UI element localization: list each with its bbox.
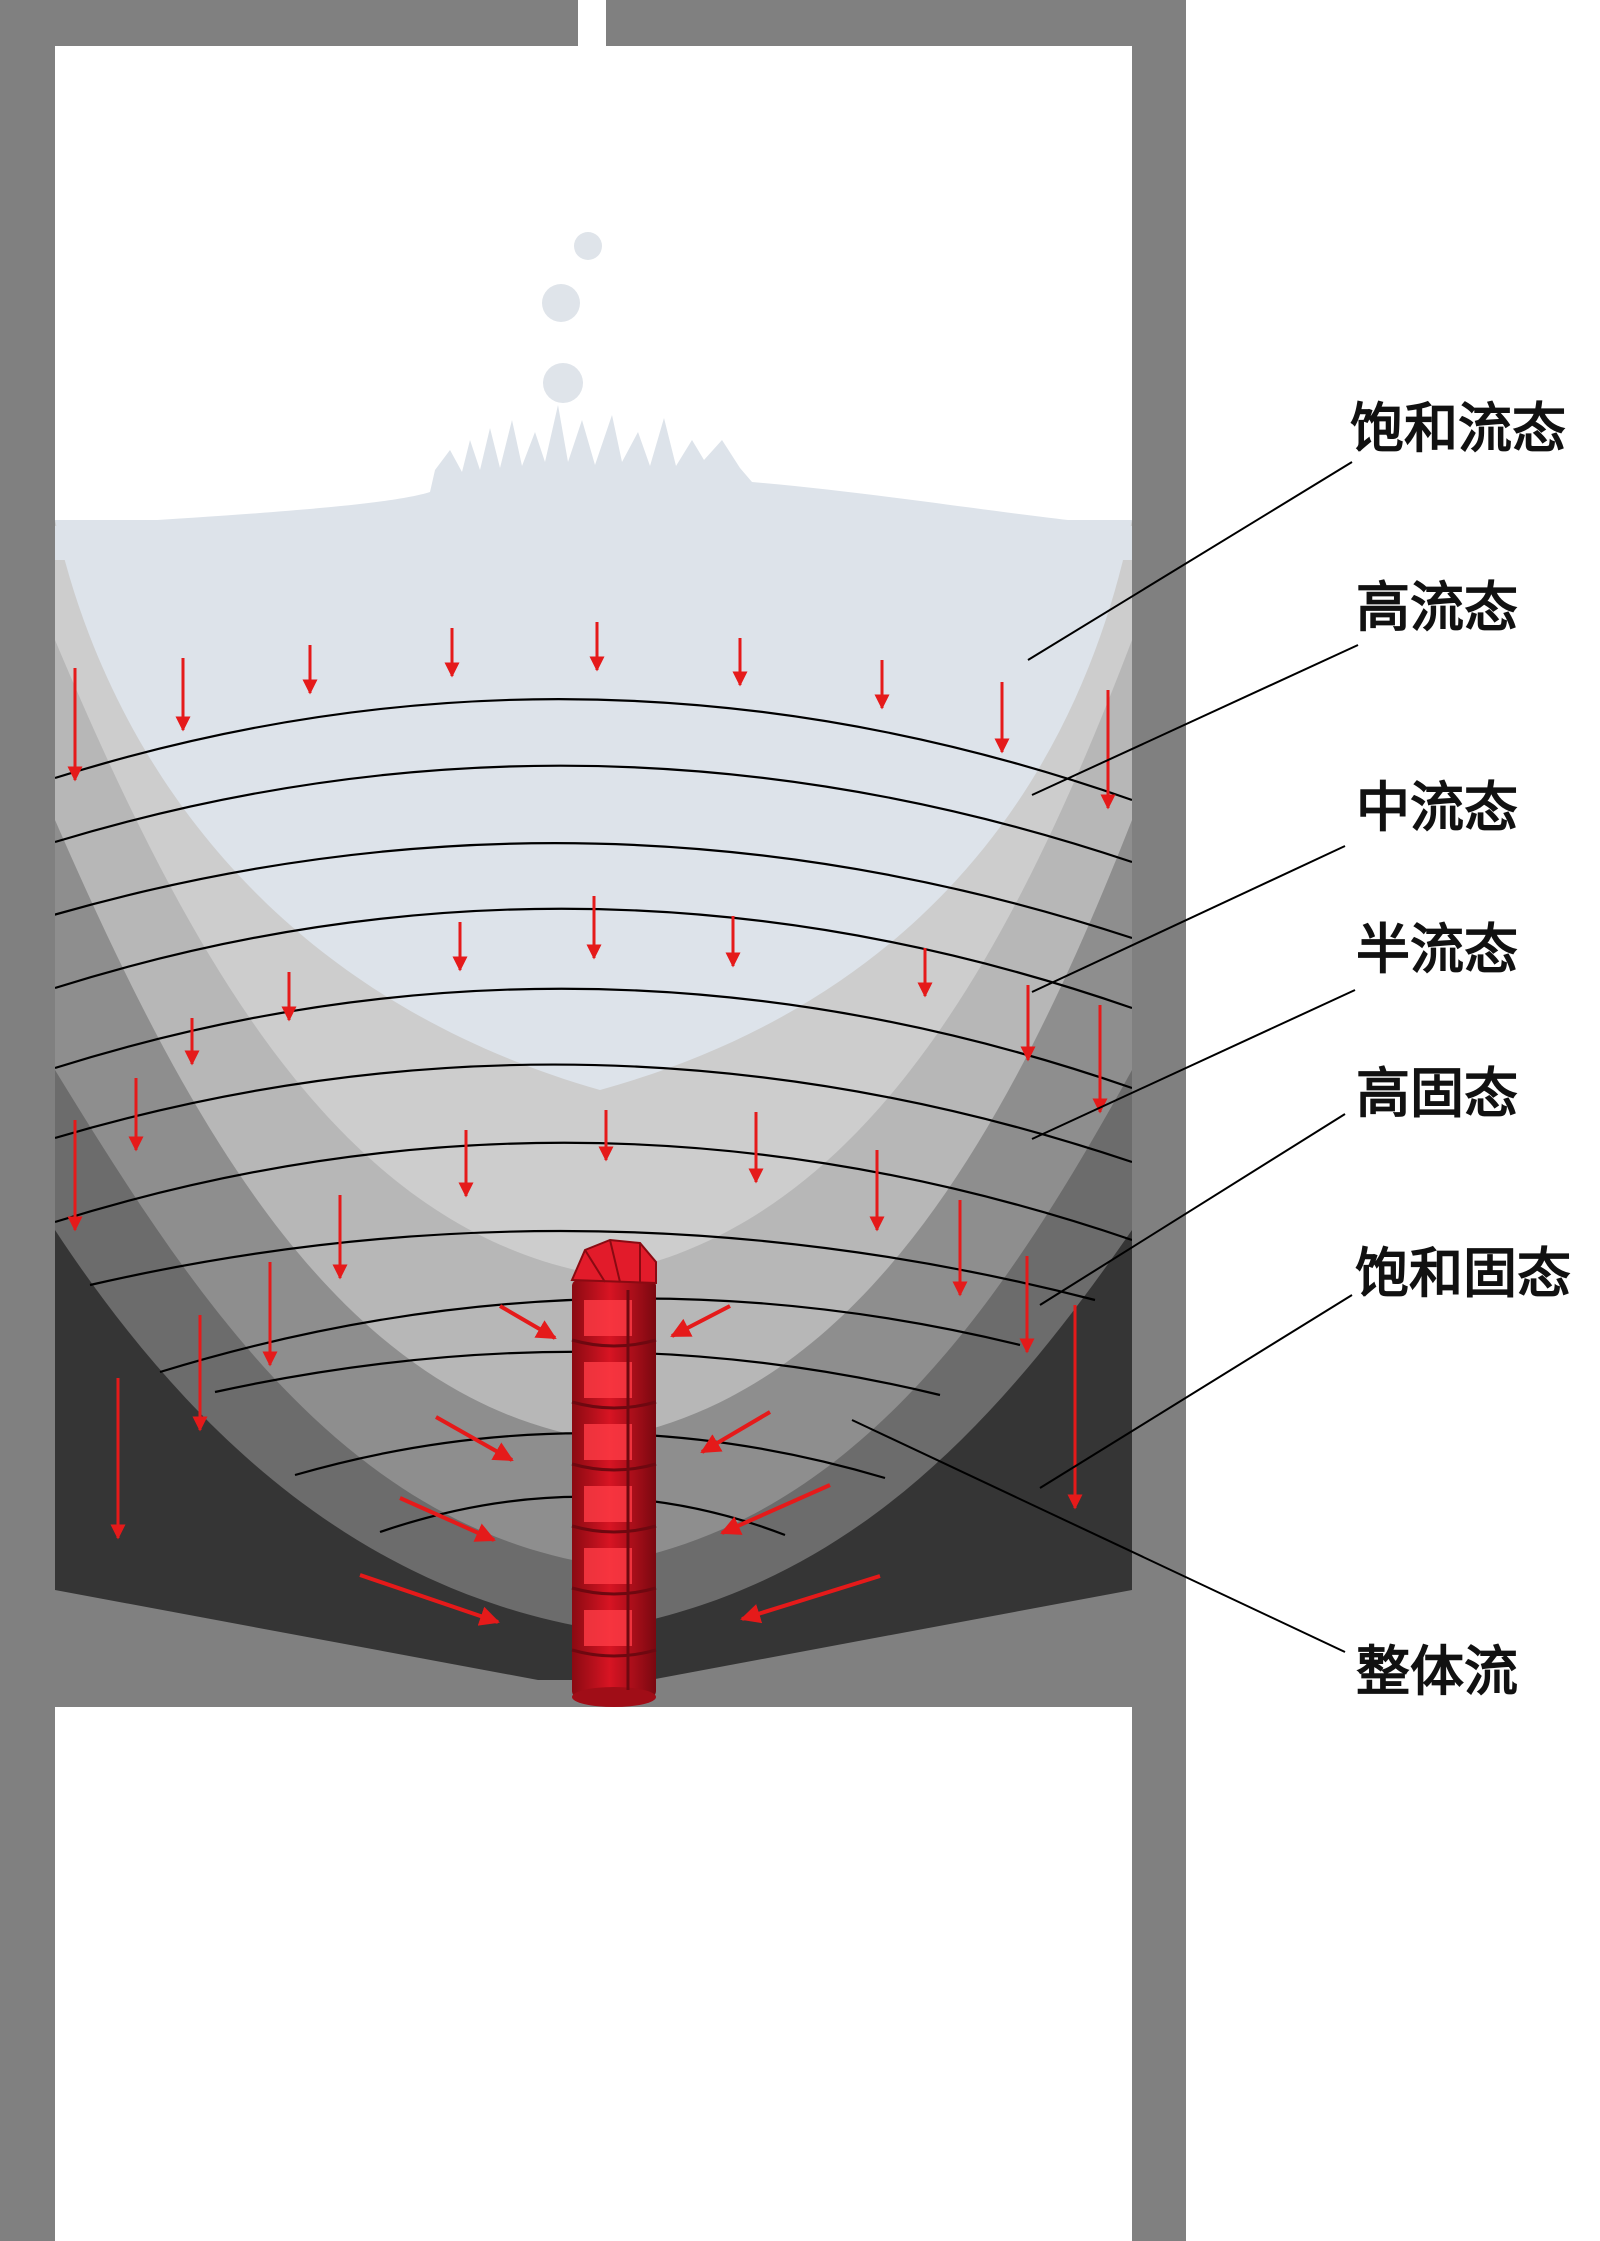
core-window (584, 1300, 632, 1336)
core-window (584, 1362, 632, 1398)
zone-labels: 饱和流态 高流态 中流态 半流态 高固态 饱和固态 整体流 (1350, 397, 1571, 1703)
bubble-large (543, 363, 583, 403)
layer-line (55, 764, 1132, 864)
flow-arrow (700, 1410, 772, 1454)
leader-saturated-flow (1027, 461, 1353, 661)
core-ring (571, 1586, 657, 1596)
bubble-small (574, 232, 602, 260)
flow-arrow (359, 1573, 500, 1626)
core-window (584, 1610, 632, 1646)
wall-top-right (606, 0, 1186, 46)
core-cap-facet (584, 1239, 641, 1283)
layer-line (55, 987, 1132, 1090)
leader-saturated-solid (1039, 1294, 1353, 1489)
layer-line (55, 907, 1132, 1010)
label-overall-flow: 整体流 (1356, 1640, 1518, 1703)
core-windows (584, 1300, 632, 1646)
leader-high-solid (1039, 1113, 1346, 1306)
layer-line (55, 698, 1132, 802)
zone-saturated-flow (55, 520, 1132, 1090)
slurry-surface (55, 405, 1132, 560)
flow-arrow (720, 1483, 831, 1535)
flow-arrow (399, 1496, 496, 1542)
flow-arrow (498, 1304, 557, 1340)
leader-high-flow (1031, 644, 1359, 796)
label-high-flow: 高流态 (1356, 576, 1518, 639)
core-base (572, 1687, 656, 1707)
label-saturated-solid: 饱和固态 (1355, 1242, 1571, 1305)
flow-arrow (740, 1574, 881, 1624)
core-ring (571, 1338, 657, 1348)
core-window (584, 1424, 632, 1460)
bubbles (542, 232, 602, 403)
core-ring (571, 1648, 657, 1658)
label-saturated-flow: 饱和流态 (1350, 397, 1566, 460)
drainage-core (570, 1238, 657, 1707)
core-window (584, 1486, 632, 1522)
downward-flow-arrows (67, 622, 1116, 1540)
wall-top-left (0, 0, 578, 46)
layer-line (89, 1229, 1096, 1302)
core-ring (571, 1524, 657, 1534)
label-semi-flow: 半流态 (1356, 918, 1518, 981)
core-ring (571, 1462, 657, 1472)
leader-lines (851, 461, 1359, 1653)
flow-arrow (435, 1415, 514, 1462)
layer-line (55, 1141, 1132, 1242)
converging-flow-arrows (359, 1304, 881, 1626)
layer-line (55, 1063, 1132, 1164)
wall-right (1132, 0, 1186, 2241)
leader-semi-flow (1031, 989, 1356, 1140)
label-high-solid: 高固态 (1356, 1062, 1518, 1125)
flow-arrow (670, 1304, 731, 1338)
bubble-medium (542, 284, 580, 322)
layer-line (55, 842, 1132, 940)
core-ring (571, 1400, 657, 1410)
core-rings (571, 1290, 657, 1690)
core-window (584, 1548, 632, 1584)
leader-medium-flow (1031, 845, 1346, 993)
leader-overall-flow (851, 1419, 1346, 1653)
wall-left (0, 0, 55, 2241)
label-medium-flow: 中流态 (1356, 776, 1518, 839)
